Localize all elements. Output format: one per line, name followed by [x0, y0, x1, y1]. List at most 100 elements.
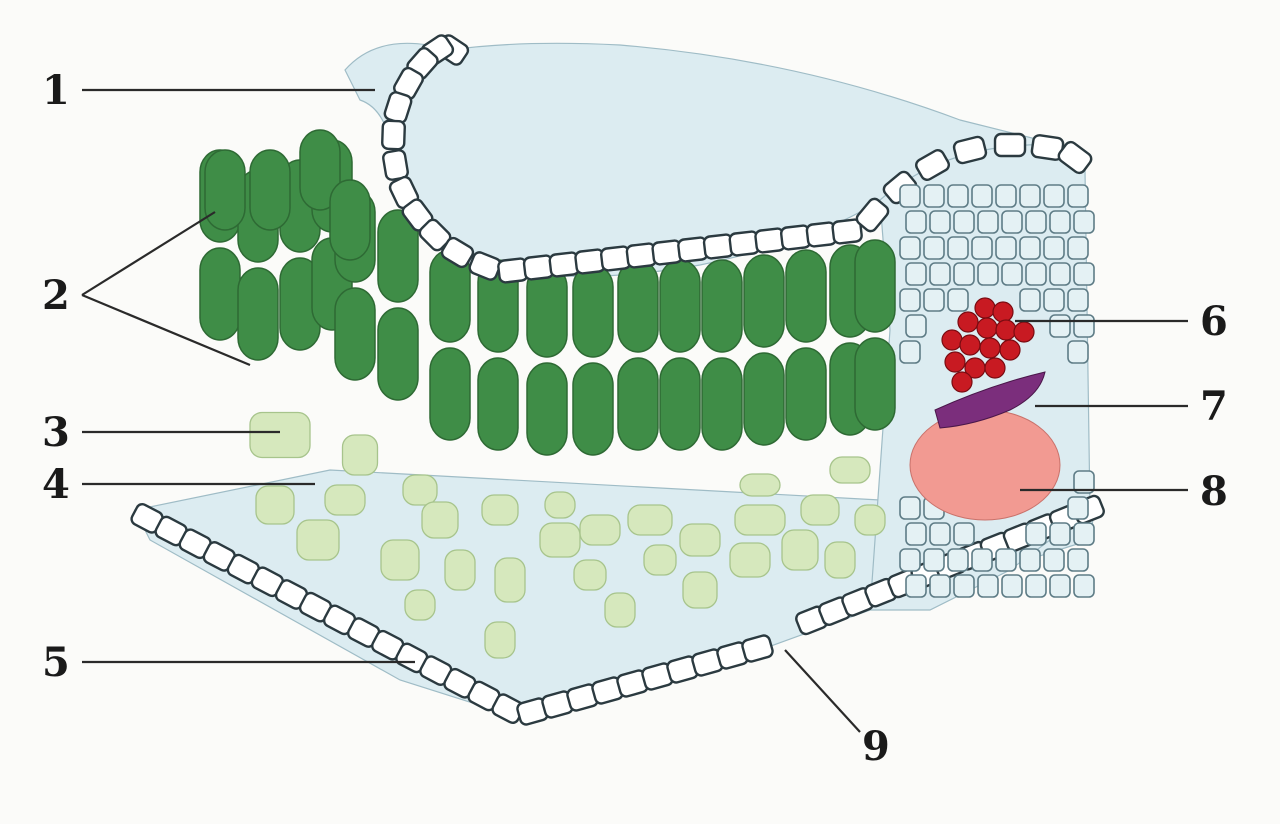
spongy-cell [255, 485, 295, 525]
vein-cell [953, 262, 975, 286]
spongy-cell [296, 519, 340, 561]
palisade-cell [572, 362, 614, 456]
vein-cell [929, 262, 951, 286]
vein-cell [971, 184, 993, 208]
spongy-cell [800, 494, 840, 526]
vein-cell [953, 210, 975, 234]
palisade-cell [199, 247, 241, 341]
vein-cell [899, 496, 921, 520]
vein-cell [1019, 548, 1041, 572]
vein-cell [1067, 548, 1089, 572]
palisade-cell [701, 357, 743, 451]
spongy-cell [494, 557, 526, 603]
vein-cell [899, 236, 921, 260]
vein-cell [1025, 210, 1047, 234]
palisade-cell [477, 357, 519, 451]
vein-cell [1073, 262, 1095, 286]
palisade-cell [429, 347, 471, 441]
xylem-cell [992, 301, 1014, 323]
spongy-cell [341, 434, 379, 476]
vein-cell [947, 288, 969, 312]
epidermis-cells [130, 34, 1105, 726]
spongy-cell [380, 539, 420, 581]
spongy-cell [682, 571, 718, 609]
vein-cell [1043, 548, 1065, 572]
upper-epidermis-cell [440, 236, 475, 269]
xylem-cell [999, 339, 1021, 361]
vein-cell [1043, 236, 1065, 260]
vein-cell [953, 574, 975, 598]
vein-cell [899, 340, 921, 364]
vein-cell [1073, 314, 1095, 338]
palisade-cell [743, 352, 785, 446]
xylem-cell [944, 351, 966, 373]
leader-2a [81, 211, 216, 296]
vein-cell [905, 262, 927, 286]
vein-cell [971, 236, 993, 260]
palisade-cell [237, 267, 279, 361]
xylem-cell [959, 334, 981, 356]
phloem [909, 409, 1061, 521]
vein-cell [1001, 210, 1023, 234]
spongy-cell [421, 501, 459, 539]
spongy-cell [739, 473, 781, 497]
vein-cell [1019, 236, 1041, 260]
spongy-cell [679, 523, 721, 557]
label-7: 7 [1200, 383, 1228, 430]
vein-cell [1067, 236, 1089, 260]
leader-9 [784, 649, 861, 733]
spongy-cell [643, 544, 677, 576]
xylem [941, 297, 1035, 393]
label-5: 5 [42, 639, 70, 686]
vein-cell [1073, 574, 1095, 598]
upper-epidermis-cell [952, 135, 988, 165]
label-8: 8 [1200, 468, 1228, 515]
palisade-cell [377, 307, 419, 401]
spongy-cell [544, 491, 576, 519]
spongy-cell [324, 484, 366, 516]
vein-cell [1019, 184, 1041, 208]
palisade-cell [617, 259, 659, 353]
vein-cell [1049, 210, 1071, 234]
vein-cell [1025, 522, 1047, 546]
upper-epidermis-cell [1057, 140, 1093, 175]
palisade-cell [659, 357, 701, 451]
vein-cell [1073, 470, 1095, 494]
vein-cell [947, 548, 969, 572]
palisade-cell [854, 337, 896, 431]
vein-cell [1067, 184, 1089, 208]
xylem-cell [974, 297, 996, 319]
vein-cell [923, 236, 945, 260]
cambium [934, 371, 1046, 429]
spongy-cell [854, 504, 886, 536]
palisade-cell [617, 357, 659, 451]
spongy-cell [539, 522, 581, 558]
vein-cell [905, 314, 927, 338]
spongy-cell [781, 529, 819, 571]
vein-cell [923, 548, 945, 572]
vein-cell [995, 236, 1017, 260]
vein-cell [971, 548, 993, 572]
vein-cell [1073, 210, 1095, 234]
spongy-cell [604, 592, 636, 628]
label-2: 2 [42, 272, 70, 319]
upper-epidermis-cell [381, 119, 406, 151]
xylem-cell [951, 371, 973, 393]
vein-cell [899, 548, 921, 572]
vein-cell [1067, 340, 1089, 364]
vascular-bundle [909, 297, 1061, 521]
xylem-cell [976, 317, 998, 339]
xylem-cell [957, 311, 979, 333]
vein-cell [947, 236, 969, 260]
spongy-cell [481, 494, 519, 526]
vein-cell [1049, 574, 1071, 598]
vein-cell [899, 184, 921, 208]
lower-epidermis-cell [741, 634, 774, 663]
label-6: 6 [1200, 298, 1228, 345]
upper-epidermis-cell [831, 218, 863, 245]
spongy-cell [824, 541, 856, 579]
vein-cell [977, 262, 999, 286]
spongy-cell [404, 589, 436, 621]
palisade-cell [204, 149, 246, 231]
spongy-cell [402, 474, 438, 506]
